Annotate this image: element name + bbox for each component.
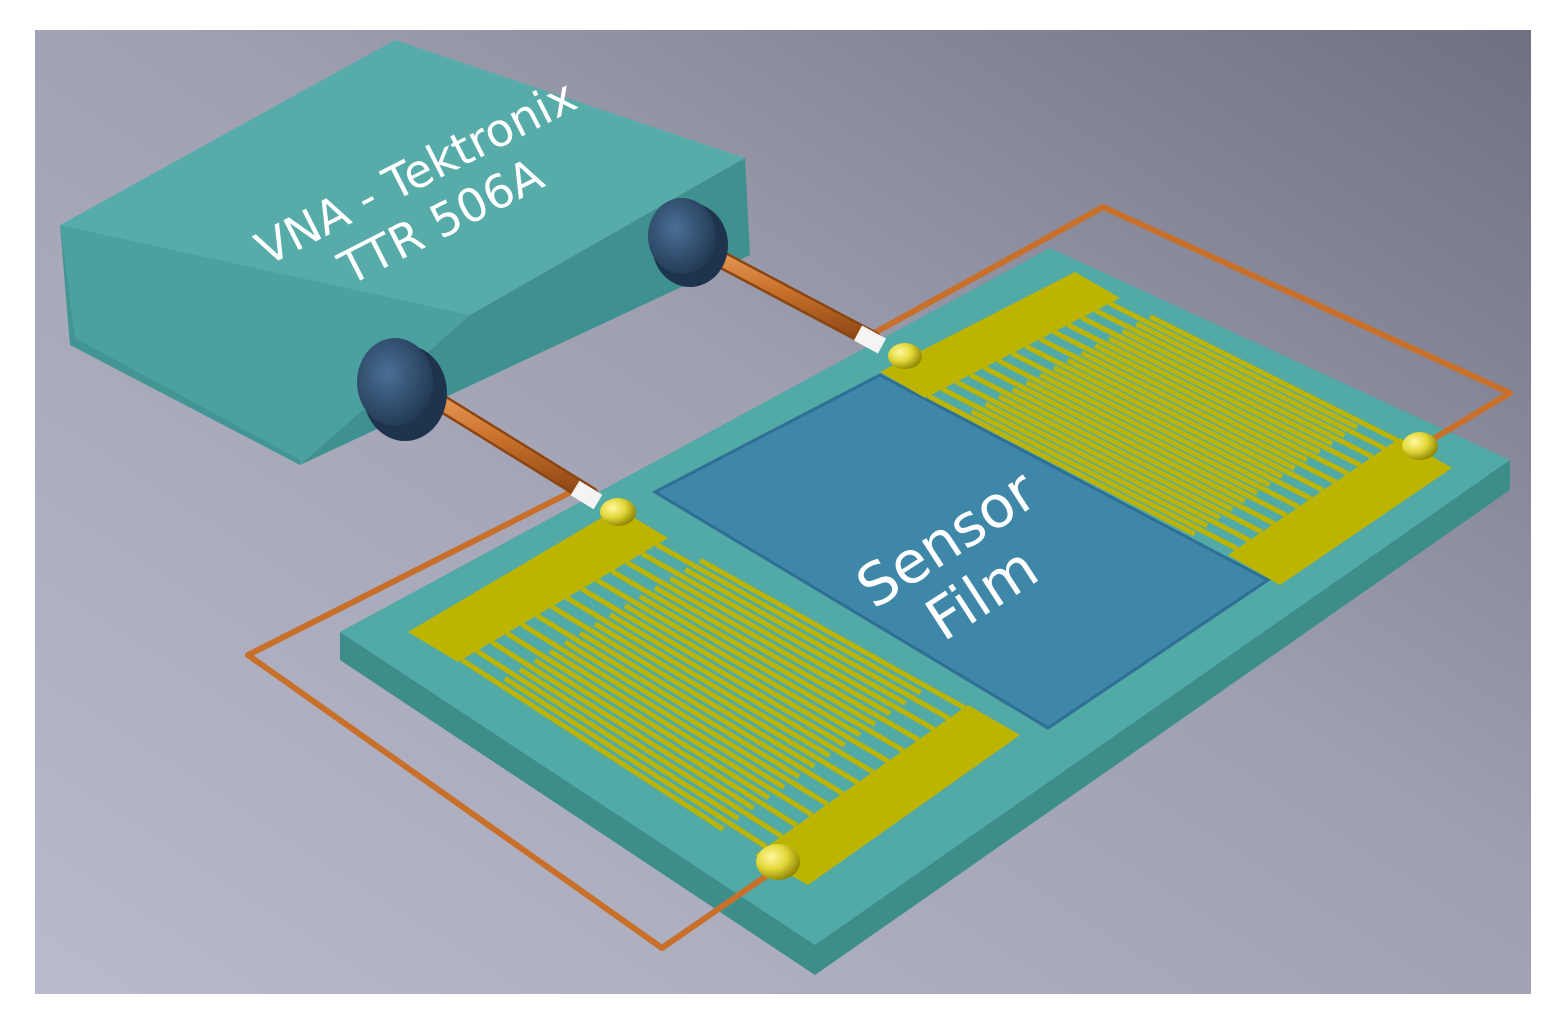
left-idt-finger xyxy=(699,558,966,710)
solder-joint-left-bottom xyxy=(756,844,800,880)
right-idt-finger xyxy=(970,409,1239,551)
right-idt-finger xyxy=(1108,301,1359,430)
right-idt-finger xyxy=(1039,372,1300,510)
left-idt-finger xyxy=(535,613,801,779)
left-idt-finger xyxy=(623,603,890,764)
left-idt-finger xyxy=(625,560,892,716)
left-idt-finger xyxy=(563,639,829,807)
right-idt-finger xyxy=(984,401,1251,543)
right-idt-finger xyxy=(1011,387,1276,526)
solder-joint-right-bottom xyxy=(1402,432,1438,460)
right-idt-finger xyxy=(1052,365,1313,501)
right-idt-finger xyxy=(1066,358,1325,493)
solder-ball-icon xyxy=(600,343,1438,880)
right-idt-finger xyxy=(955,379,1221,520)
left-idt-finger xyxy=(655,542,922,696)
right-idt-finger xyxy=(1038,336,1296,471)
left-idt-finger xyxy=(610,569,877,727)
right-idt-finger xyxy=(941,386,1209,529)
right-idt-finger xyxy=(1080,350,1337,485)
left-idt-bus-bar-top xyxy=(408,508,668,662)
right-idt-finger xyxy=(1010,351,1271,488)
left-idt-finger xyxy=(520,622,786,790)
left-idt-finger xyxy=(608,612,875,775)
right-idt-finger xyxy=(1066,322,1321,455)
right-idt-finger xyxy=(1094,343,1349,476)
right-idt-finger xyxy=(1094,308,1346,438)
left-idt-finger xyxy=(518,667,783,839)
left-idt-finger xyxy=(668,576,936,732)
left-idt-finger xyxy=(653,585,920,742)
right-idt-finger xyxy=(1107,336,1362,468)
right-vna-port xyxy=(648,198,716,274)
left-idt-finger xyxy=(578,630,844,796)
coaxial-port-icon xyxy=(357,198,728,441)
left-idt-finger xyxy=(593,621,859,785)
left-idt-finger xyxy=(490,639,755,811)
left-idt-finger xyxy=(460,657,725,832)
left-idt-finger xyxy=(683,567,951,721)
left-vna-port xyxy=(357,338,433,426)
right-coax-sleeve xyxy=(853,325,887,354)
right-idt-fingers xyxy=(927,301,1399,551)
right-idt-finger xyxy=(996,358,1259,496)
right-idt-finger xyxy=(1080,315,1334,447)
right-idt-finger xyxy=(927,393,1196,537)
copper-loop-wires xyxy=(245,204,1513,951)
interdigital-electrodes xyxy=(408,272,1452,885)
right-idt-finger xyxy=(1052,329,1309,463)
right-idt-finger xyxy=(997,394,1263,535)
right-idt-bus-bar-top xyxy=(880,272,1120,398)
right-idt-bus-bar-bottom xyxy=(1228,438,1452,585)
left-coax-sleeve xyxy=(570,480,603,510)
left-idt-finger xyxy=(640,551,907,706)
sensor-film: Sensor Film xyxy=(651,373,1271,730)
left-idt-finger xyxy=(565,595,831,758)
left-idt-finger xyxy=(533,658,799,828)
right-idt-finger xyxy=(983,365,1246,504)
left-idt-finger xyxy=(595,577,862,737)
left-loop-wire xyxy=(245,487,774,951)
solder-joint-right-top xyxy=(888,343,922,369)
right-idt-finger xyxy=(1024,343,1284,479)
right-idt-finger xyxy=(1025,379,1288,518)
right-loop-wire xyxy=(863,204,1513,451)
left-idt-finger xyxy=(505,631,771,800)
left-idt-finger xyxy=(580,586,846,748)
left-idt-fingers xyxy=(460,542,966,850)
left-idt-finger xyxy=(550,604,816,769)
left-idt-finger xyxy=(503,676,768,850)
right-idt-finger xyxy=(1149,314,1399,443)
right-idt-finger xyxy=(1135,321,1386,451)
left-idt-finger xyxy=(548,648,814,817)
solder-joint-left-top xyxy=(600,498,636,526)
sensor-film-rect xyxy=(651,373,1271,730)
right-idt-finger xyxy=(969,372,1234,512)
right-idt-finger xyxy=(1121,328,1374,460)
left-idt-finger xyxy=(638,594,905,753)
left-idt-bus-bar-bottom xyxy=(755,705,1020,885)
left-idt-finger xyxy=(475,648,740,821)
vna-box-top xyxy=(60,40,745,315)
